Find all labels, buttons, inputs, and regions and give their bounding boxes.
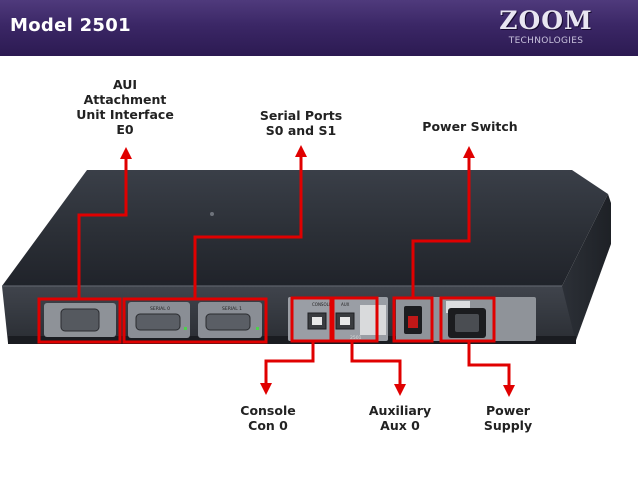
serial-0-panel-label: SERIAL 0	[150, 306, 170, 312]
power-switch-label-line-1: Power Switch	[408, 119, 532, 134]
console-label: Console Con 0	[222, 403, 314, 433]
serial-label-line-2: S0 and S1	[240, 123, 362, 138]
product-sticker	[360, 305, 386, 335]
aui-label-line-2: Attachment	[60, 92, 190, 107]
power-supply-label-line-2: Supply	[472, 418, 544, 433]
power-supply-label: Power Supply	[472, 403, 544, 433]
serial-1-panel-label: SERIAL 1	[222, 306, 242, 312]
aux-panel-label: AUX	[341, 302, 350, 307]
auxiliary-label-line-2: Aux 0	[354, 418, 446, 433]
power-supply-label-line-1: Power	[472, 403, 544, 418]
serial-label: Serial Ports S0 and S1	[240, 108, 362, 138]
chassis-top	[2, 170, 608, 286]
power-switch-rocker	[408, 316, 418, 328]
console-arrow	[266, 341, 313, 389]
serial-1-port	[206, 314, 250, 330]
serial-1-led	[256, 327, 259, 330]
power-supply-arrow	[469, 341, 509, 391]
aui-label-line-1: AUI	[60, 77, 190, 92]
auxiliary-label: Auxiliary Aux 0	[354, 403, 446, 433]
aux-port-jack	[340, 317, 350, 325]
power-switch-label: Power Switch	[408, 119, 532, 134]
console-label-line-1: Console	[222, 403, 314, 418]
aui-label: AUI Attachment Unit Interface E0	[60, 77, 190, 137]
serial-label-line-1: Serial Ports	[240, 108, 362, 123]
console-port-jack	[312, 317, 322, 325]
power-inlet-socket	[455, 314, 479, 332]
chassis-screw	[210, 212, 214, 216]
console-label-line-2: Con 0	[222, 418, 314, 433]
aui-port	[61, 309, 99, 331]
aui-label-line-4: E0	[60, 122, 190, 137]
aui-label-line-3: Unit Interface	[60, 107, 190, 122]
console-panel-label: CONSOLE	[312, 302, 332, 307]
serial-0-led	[184, 327, 187, 330]
auxiliary-label-line-1: Auxiliary	[354, 403, 446, 418]
serial-0-port	[136, 314, 180, 330]
auxiliary-arrow	[352, 341, 400, 390]
